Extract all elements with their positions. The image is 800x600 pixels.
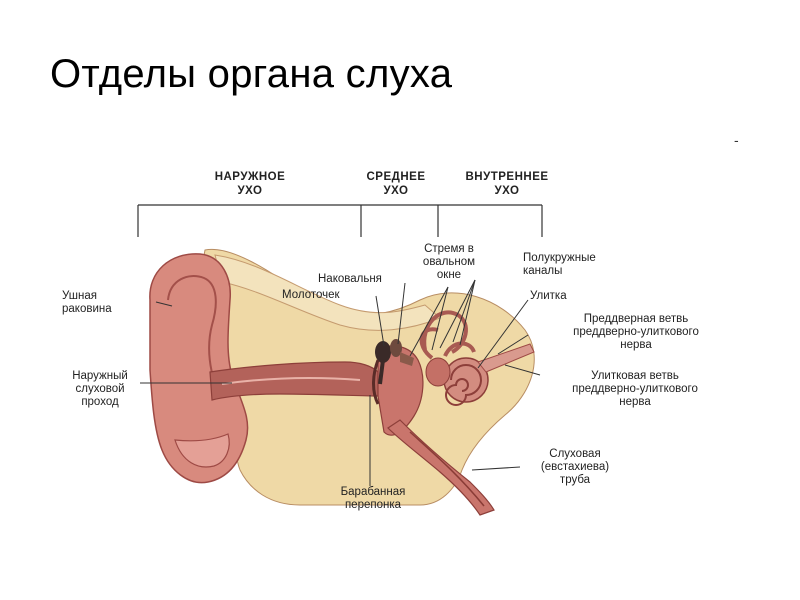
label-vestibular-branch: Преддверная ветвь преддверно-улиткового … xyxy=(536,313,736,352)
malleus-handle xyxy=(378,359,385,385)
label-eustachian-line1: Слуховая xyxy=(549,448,601,460)
tympanic-cavity xyxy=(377,345,424,436)
tube-lumen xyxy=(409,431,485,507)
label-ear-canal-line2: слуховой xyxy=(75,383,125,395)
label-stapes-line1: Стремя в xyxy=(424,243,474,255)
section-middle-ear: СРЕДНЕЕ УХО xyxy=(350,170,442,198)
label-eardrum: Барабанная перепонка xyxy=(318,486,428,512)
label-auricle-line1: Ушная xyxy=(62,290,97,302)
label-ear-canal-line3: проход xyxy=(81,396,119,408)
eardrum-shape xyxy=(372,359,380,405)
label-eustachian-tube: Слуховая (евстахиева) труба xyxy=(510,448,640,487)
vestibule xyxy=(425,357,451,387)
section-brackets xyxy=(137,204,543,237)
auricle xyxy=(149,253,249,484)
label-ear-canal: Наружный слуховой проход xyxy=(55,370,145,409)
label-auricle-line2: раковина xyxy=(62,303,112,315)
leader-lines xyxy=(140,279,541,486)
auricle-fold xyxy=(167,275,219,393)
label-eustachian-line3: труба xyxy=(559,474,591,486)
label-eardrum-line1: Барабанная xyxy=(340,486,406,498)
corner-mark: - xyxy=(734,132,739,148)
label-canals-line1: Полукружные xyxy=(523,252,596,264)
label-cochlear-line3: нерва xyxy=(619,396,651,408)
label-vestibular-line2: преддверно-улиткового xyxy=(573,326,699,338)
label-auricle: Ушная раковина xyxy=(62,290,112,316)
lobule xyxy=(174,433,230,468)
label-incus: Наковальня xyxy=(318,273,382,285)
ossicles xyxy=(375,339,414,385)
label-stapes: Стремя в овальном окне xyxy=(405,243,493,282)
section-inner-line1: ВНУТРЕННЕЕ xyxy=(465,171,549,183)
section-outer-line2: УХО xyxy=(237,185,263,197)
section-outer-line1: НАРУЖНОЕ xyxy=(214,171,286,183)
label-ear-canal-line1: Наружный xyxy=(72,370,128,382)
section-outer-ear: НАРУЖНОЕ УХО xyxy=(195,170,305,198)
section-middle-line1: СРЕДНЕЕ xyxy=(366,171,426,183)
vestibulocochlear-nerve xyxy=(477,343,535,373)
label-vestibular-line3: нерва xyxy=(620,339,652,351)
label-stapes-line2: овальном xyxy=(422,256,476,268)
label-vestibular-line1: Преддверная ветвь xyxy=(583,313,689,325)
slide-title: Отделы органа слуха xyxy=(50,52,453,96)
label-cochlear-branch: Улитковая ветвь преддверно-улиткового не… xyxy=(535,370,735,409)
label-semicircular-canals: Полукружные каналы xyxy=(523,252,596,278)
eustachian-tube xyxy=(387,419,495,516)
label-cochlear-line1: Улитковая ветвь xyxy=(591,370,679,382)
malleus-shape xyxy=(375,341,391,363)
label-cochlea: Улитка xyxy=(530,290,567,302)
label-eustachian-line2: (евстахиева) xyxy=(540,461,610,473)
canal-inner xyxy=(221,376,361,385)
label-cochlear-line2: преддверно-улиткового xyxy=(572,383,698,395)
incus-shape xyxy=(390,339,402,357)
label-canals-line2: каналы xyxy=(523,265,563,277)
stapes-shape xyxy=(400,352,414,366)
label-stapes-line3: окне xyxy=(436,269,462,281)
section-inner-ear: ВНУТРЕННЕЕ УХО xyxy=(444,170,570,198)
section-inner-line2: УХО xyxy=(494,185,520,197)
section-middle-line2: УХО xyxy=(383,185,409,197)
label-malleus: Молоточек xyxy=(282,289,340,301)
label-eardrum-line2: перепонка xyxy=(344,499,402,511)
